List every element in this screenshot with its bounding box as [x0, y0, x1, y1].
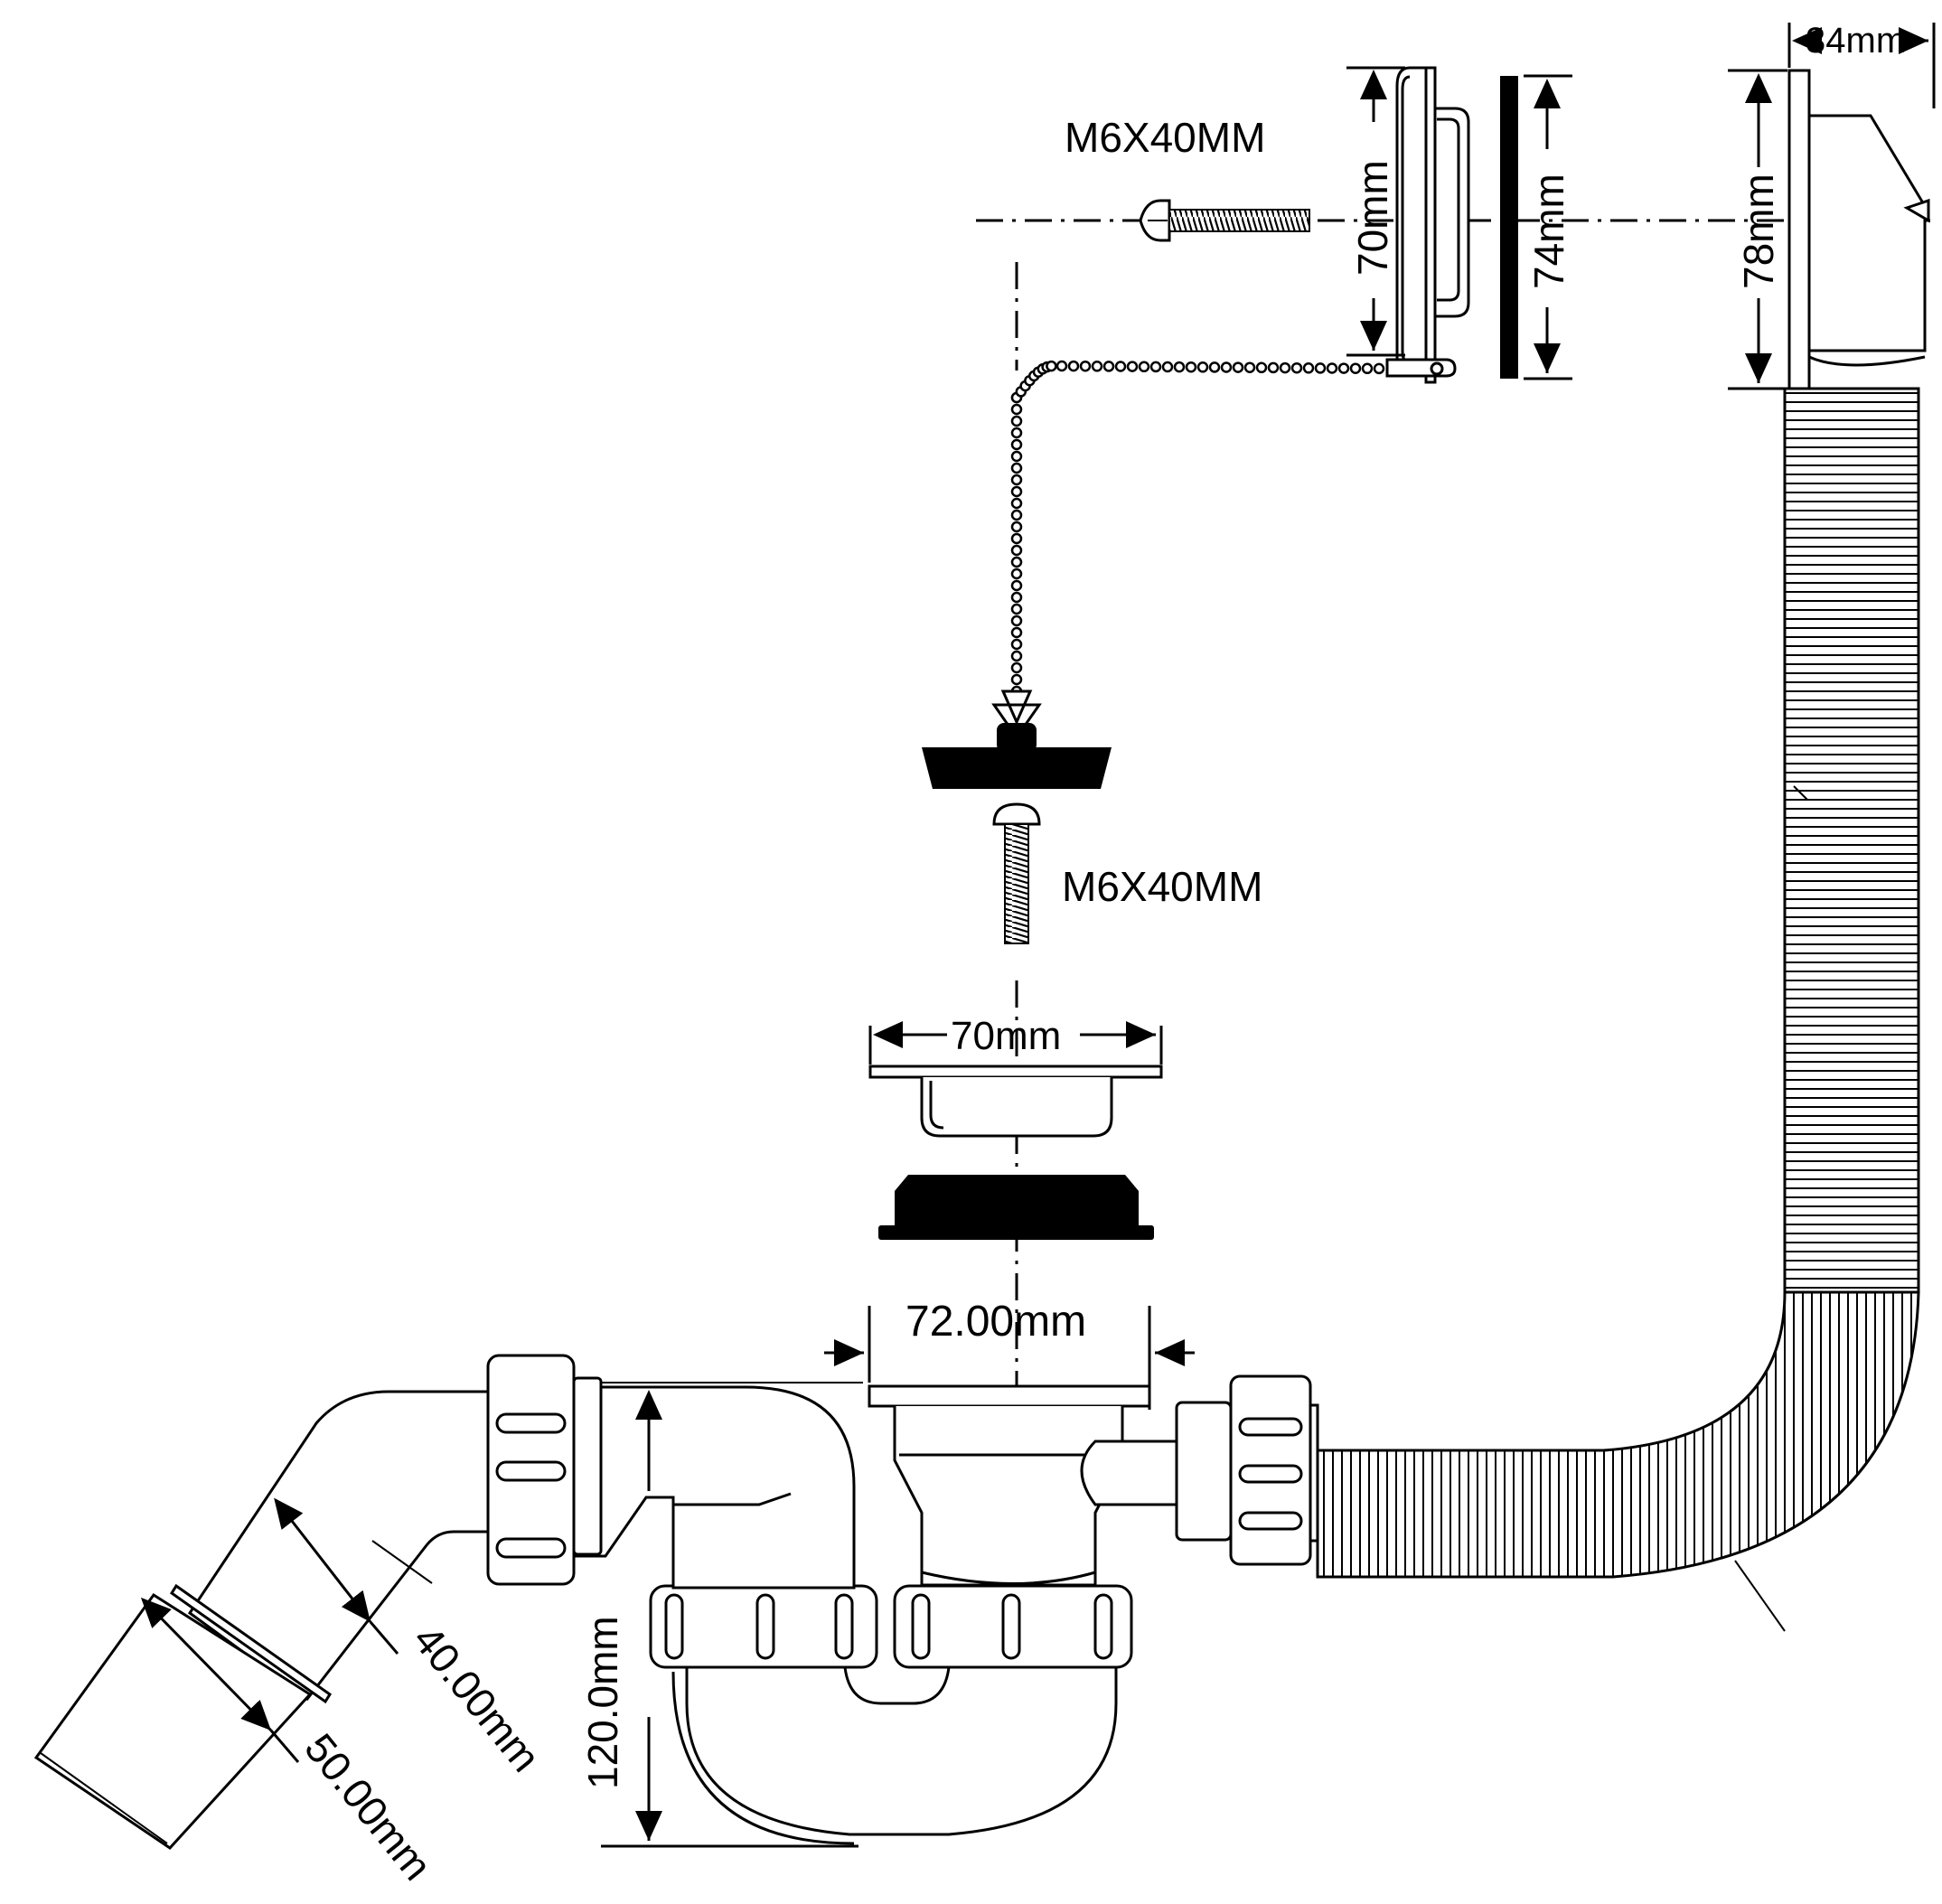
- chain-bead: [1290, 361, 1303, 374]
- drain-cover: [868, 1065, 1163, 1138]
- chain-bead: [1220, 361, 1233, 373]
- chain-bead: [1149, 361, 1162, 373]
- chain-bead: [1126, 361, 1139, 372]
- outlet-inner-label: 40.00mm: [404, 1617, 549, 1781]
- chain-bead: [1326, 362, 1338, 374]
- plug-chain: [1010, 360, 1385, 698]
- drain-cover-dimension: [868, 1021, 1163, 1065]
- outlet-outer-dimension: [140, 1597, 300, 1763]
- trap-bowl: [671, 1666, 1118, 1845]
- chain-bead: [1010, 591, 1023, 604]
- chain-bead: [1208, 361, 1221, 373]
- chain-bead: [1373, 362, 1385, 375]
- chain-bead: [1010, 474, 1023, 486]
- chain-bead: [1010, 450, 1023, 463]
- chain-bead: [1302, 362, 1315, 374]
- chain-bead: [1243, 361, 1256, 373]
- drain-gasket: [878, 1175, 1154, 1240]
- chain-bead: [1173, 361, 1186, 373]
- chain-bead: [1067, 360, 1080, 372]
- stopper-plug: [922, 689, 1112, 789]
- chain-bead: [1314, 362, 1327, 374]
- gasket-height-label: 74mm: [1525, 174, 1572, 289]
- chain-bead: [1010, 427, 1023, 439]
- overflow-bolt-label: M6X40MM: [1065, 114, 1265, 161]
- chain-bead: [1337, 362, 1350, 374]
- flexible-overflow-hose: [1316, 387, 1920, 1632]
- outlet-inner-dimension: [274, 1497, 399, 1655]
- chain-bead: [1161, 361, 1174, 373]
- chain-bead: [1232, 361, 1244, 373]
- overflow-bolt: [1139, 199, 1310, 242]
- overflow-cover-dimension: [1346, 66, 1405, 357]
- outlet-nut: [1175, 1374, 1319, 1566]
- chain-bead: [1010, 638, 1023, 651]
- chain-bead: [1010, 544, 1023, 557]
- overflow-cover: [1395, 66, 1470, 384]
- chain-bead: [1010, 614, 1023, 627]
- drain-body: [868, 1384, 1183, 1587]
- chain-bead: [1010, 556, 1023, 568]
- chain-bead: [1010, 661, 1023, 674]
- chain-bead: [1010, 603, 1023, 615]
- chain-bead: [1010, 415, 1023, 427]
- chain-bead: [1010, 626, 1023, 639]
- drain-width-label: 72.00mm: [905, 1298, 1086, 1346]
- chain-bead: [1010, 567, 1023, 580]
- chain-bead: [1079, 360, 1092, 372]
- chain-bead: [1255, 361, 1268, 374]
- trap-height-label: 120.0mm: [579, 1616, 626, 1789]
- overflow-body-height-label: 78mm: [1735, 174, 1782, 289]
- chain-bead: [1196, 361, 1209, 373]
- chain-bead: [1091, 361, 1103, 372]
- trap-nut-right: [893, 1584, 1133, 1669]
- chain-bead: [1010, 579, 1023, 592]
- chain-bead: [1010, 521, 1023, 533]
- drain-bolt-label: M6X40MM: [1062, 863, 1262, 910]
- gasket-dimension: [1524, 74, 1572, 380]
- chain-bead: [1185, 361, 1197, 373]
- chain-bead: [1349, 362, 1362, 374]
- overflow-body: [1787, 69, 1930, 390]
- chain-bead: [1102, 361, 1115, 372]
- drain-bolt: [992, 802, 1041, 944]
- chain-bead: [1010, 485, 1023, 498]
- chain-bead: [1010, 650, 1023, 662]
- chain-bead: [1010, 532, 1023, 545]
- chain-bead: [1114, 361, 1127, 372]
- trap-height-dimension: [601, 1385, 858, 1848]
- trap-upper-body: [554, 1382, 863, 1590]
- chain-bead: [1010, 462, 1023, 474]
- chain-bead: [1010, 403, 1023, 416]
- chain-bead: [1010, 673, 1023, 686]
- chain-bead: [1055, 360, 1068, 372]
- drain-cover-width-label: 70mm: [951, 1014, 1061, 1058]
- chain-clip: [1385, 358, 1457, 378]
- trap-nut-left: [649, 1584, 878, 1669]
- inlet-nut-left: [486, 1354, 603, 1586]
- chain-bead: [1046, 360, 1057, 372]
- chain-bead: [1010, 509, 1023, 521]
- overflow-depth-label: 34mm: [1806, 21, 1906, 61]
- overflow-body-dimension: [1728, 23, 1936, 390]
- chain-bead: [1279, 361, 1291, 374]
- overflow-cover-height-label: 70mm: [1349, 160, 1396, 276]
- chain-bead: [1138, 361, 1150, 373]
- chain-bead: [1010, 438, 1023, 451]
- chain-bead: [1361, 362, 1374, 375]
- chain-bead: [1010, 497, 1023, 510]
- overflow-gasket: [1500, 76, 1518, 379]
- outlet-outer-label: 50.00mm: [296, 1725, 441, 1890]
- chain-bead: [1267, 361, 1280, 374]
